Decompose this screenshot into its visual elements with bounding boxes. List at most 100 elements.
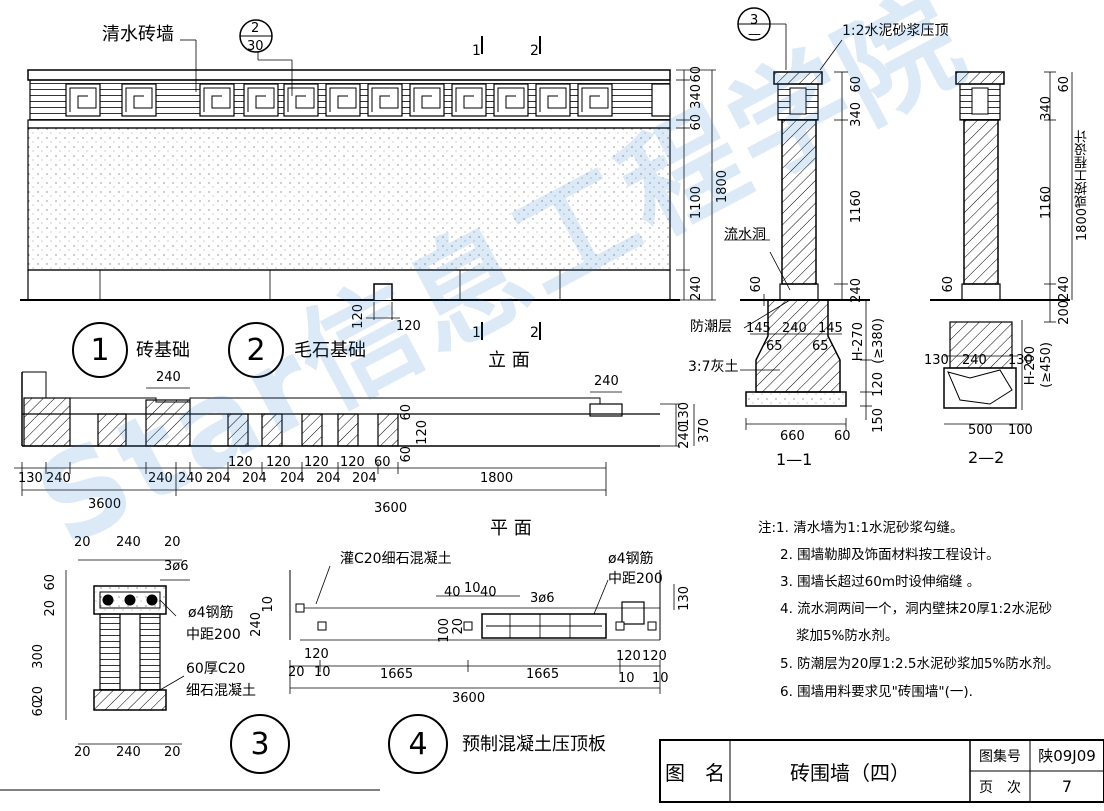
d4-dim-10-vertical: 10 [261, 596, 276, 613]
d4-bars-label: 3ø6 [530, 591, 555, 606]
s11-dim-145-b: 145 [818, 321, 843, 336]
section-ref-sheet: — [748, 27, 761, 42]
d3-dim-60-b: 60 [31, 700, 46, 717]
s11-dim-65-b: 65 [812, 339, 829, 354]
s11-dim-150: 150 [871, 408, 886, 433]
plan-dim-3600-right: 3600 [374, 501, 408, 516]
d3-dim-20-f: 20 [164, 745, 181, 760]
section-1-1-title: 1—1 [776, 450, 813, 469]
s22-dim-200: 200 [1057, 300, 1072, 325]
plan-dim-120: 120 [415, 420, 430, 445]
plan-dim-204-e: 204 [352, 471, 377, 486]
d3-dim-20-b: 20 [164, 535, 181, 550]
s11-dim-660: 660 [780, 429, 805, 444]
s11-dim-60-left: 60 [749, 276, 764, 293]
s22-dim-240: 240 [1057, 276, 1072, 301]
dim-60-cap: 60 [689, 66, 704, 83]
s11-dim-h270: H-270 [851, 322, 866, 362]
plan-dim-60-e: 60 [374, 455, 391, 470]
note-2: 2. 围墙勒脚及饰面材料按工程设计。 [780, 547, 1000, 563]
s22-dim-130-b: 130 [1008, 353, 1033, 368]
d3-slab-label-2: 细石混凝土 [186, 683, 256, 699]
d4-dim-1665-a: 1665 [380, 667, 414, 682]
d4-dim-20: 20 [451, 618, 466, 635]
s11-dim-240-b: 240 [782, 321, 807, 336]
d4-dim-20-left: 20 [288, 665, 305, 680]
section-1-1-drawing [724, 7, 872, 430]
plan-dim-240-a: 240 [46, 471, 71, 486]
elevation-drawing [20, 19, 716, 340]
detail-ref-sheet: 30 [247, 39, 264, 54]
plan-dim-240: 240 [677, 424, 692, 449]
detail-3-drawing [65, 559, 190, 745]
section-mark-1-top: 1 [472, 43, 481, 59]
s11-dim-145-a: 145 [746, 321, 771, 336]
s22-dim-60: 60 [1057, 76, 1072, 93]
s22-dim-240-b: 240 [962, 353, 987, 368]
note-5: 5. 防潮层为20厚1:2.5水泥砂浆加5%防水剂。 [780, 656, 1060, 672]
s11-dim-120: 120 [871, 372, 886, 397]
plan-dim-120-b: 120 [266, 455, 291, 470]
detail-ref-number: 2 [251, 21, 260, 36]
d3-stirrup-label: ø4钢筋 [188, 605, 234, 621]
dim-240-plinth: 240 [689, 276, 704, 301]
atlas-number-label: 图集号 [979, 748, 1021, 765]
section-2-2-title: 2—2 [968, 448, 1005, 467]
section-mark-1-bottom: 1 [472, 325, 481, 341]
plan-dim-130: 130 [18, 471, 43, 486]
lime-soil-label: 3:7灰土 [688, 359, 739, 375]
page-number: 7 [1061, 777, 1073, 796]
section-ref-number: 3 [750, 13, 759, 28]
d4-dim-240: 240 [249, 612, 264, 637]
damp-proof-course-label: 防潮层 [690, 319, 732, 335]
note-3: 3. 围墙长超过60m时设伸缩缝 。 [780, 574, 981, 590]
plan-dim-204-a: 204 [206, 471, 231, 486]
d4-concrete-label: 灌C20细石混凝土 [340, 551, 452, 567]
s11-dim-65-a: 65 [766, 339, 783, 354]
d3-dim-240: 240 [116, 535, 141, 550]
note-1: 注:1. 清水墙为1:1水泥砂浆勾缝。 [758, 520, 964, 536]
weep-hole-label: 流水洞 [724, 227, 766, 243]
d3-dim-20-a: 20 [74, 535, 91, 550]
d3-dim-300: 300 [31, 644, 46, 669]
d4-dim-10-left: 10 [314, 665, 331, 680]
s22-dim-ge450: (≥450) [1039, 342, 1054, 388]
d4-dim-40-b: 40 [480, 585, 497, 600]
plan-dim-204-b: 204 [242, 471, 267, 486]
title-block-name-label: 图 名 [665, 760, 725, 785]
s11-dim-60-foot: 60 [834, 429, 851, 444]
d4-dim-120-right-a: 120 [616, 649, 641, 664]
coping-mortar-label: 1:2水泥砂浆压顶 [842, 23, 949, 39]
detail-4-drawing [289, 565, 675, 694]
d3-bars-label: 3ø6 [164, 559, 189, 574]
d3-dim-20-c: 20 [43, 600, 58, 617]
brick-wall-label: 清水砖墙 [102, 24, 174, 45]
d3-dim-20-e: 20 [74, 745, 91, 760]
s22-dim-340: 340 [1039, 96, 1054, 121]
d4-dim-10-right-b: 10 [652, 671, 669, 686]
detail-3-number: 3 [230, 714, 290, 774]
plan-drawing [14, 371, 695, 496]
s22-dim-500: 500 [968, 423, 993, 438]
atlas-number: 陕09J09 [1038, 747, 1096, 765]
s11-dim-1160: 1160 [849, 190, 864, 224]
legend-label-brick-foundation: 砖基础 [136, 340, 190, 361]
plan-dim-120-d: 120 [340, 455, 365, 470]
s22-dim-1800: 1800或按工程设计 [1075, 130, 1090, 242]
plan-dim-370: 370 [697, 418, 712, 443]
d4-dim-10: 10 [464, 581, 481, 596]
elevation-title: 立 面 [488, 350, 530, 371]
plan-dim-240-pier-right: 240 [594, 374, 619, 389]
s22-dim-h200: H-200 [1023, 346, 1038, 386]
d3-spacing-label: 中距200 [186, 627, 241, 643]
s22-dim-60-left: 60 [941, 276, 956, 293]
d4-spacing-label: 中距200 [608, 571, 663, 587]
title-block-frame [0, 739, 1104, 803]
plan-dim-60-bottom: 60 [399, 446, 414, 463]
d3-dim-60: 60 [43, 574, 58, 591]
drawing-name: 砖围墙（四） [790, 760, 910, 785]
plan-dim-120-c: 120 [304, 455, 329, 470]
d4-dim-10-right-a: 10 [618, 671, 635, 686]
